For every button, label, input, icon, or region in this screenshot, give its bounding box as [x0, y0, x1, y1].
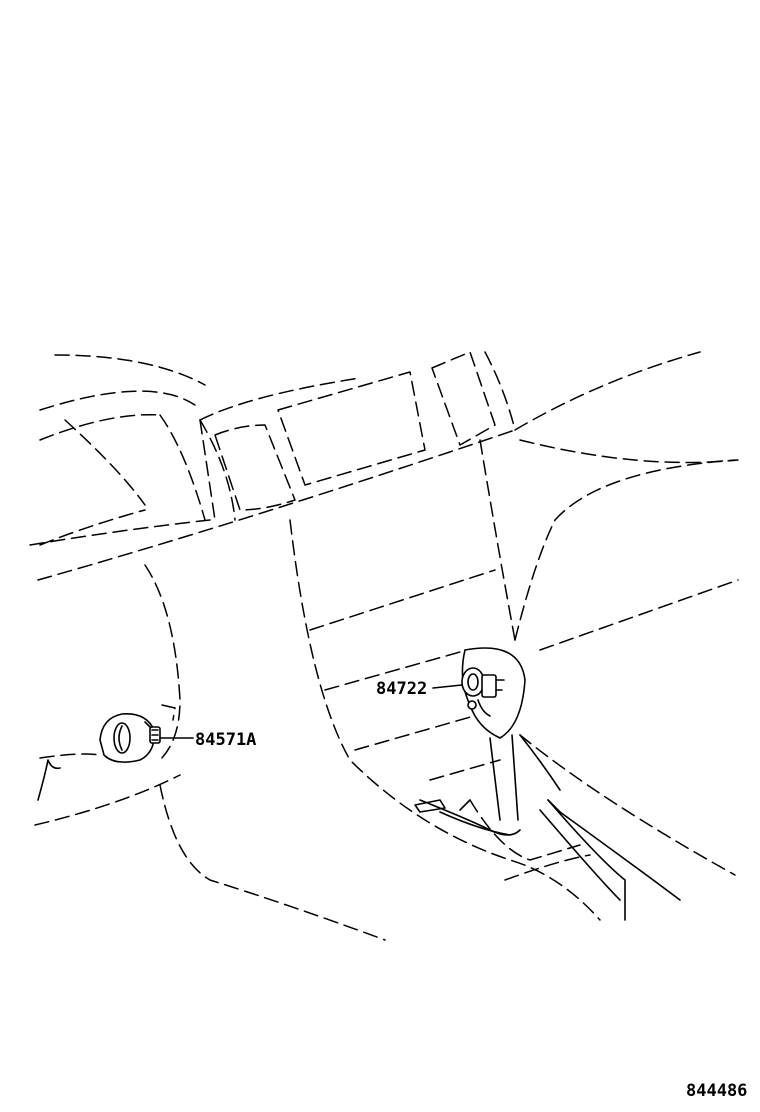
lower-panel-outline	[34, 564, 386, 941]
panel-edge	[37, 759, 61, 801]
leader-84722	[432, 684, 463, 689]
illustration-number: 844486	[686, 1081, 747, 1101]
switch-84722-part	[461, 667, 505, 717]
callout-84722: 84722	[376, 679, 427, 699]
center-panel-outline	[199, 351, 516, 521]
switch-84571a-part	[99, 713, 161, 763]
callout-84571a: 84571A	[195, 730, 256, 750]
dashboard-outline	[29, 351, 739, 581]
shift-lever-assembly	[414, 647, 681, 921]
center-console-outline	[289, 439, 739, 921]
